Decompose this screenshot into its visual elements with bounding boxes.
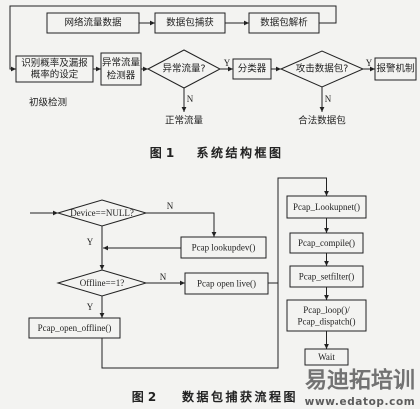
- arrow-offline-yes-to-open-offline-arrowhead: [99, 313, 105, 318]
- network-traffic-box: [46, 12, 140, 34]
- arrow-device-no-to-lookupdev-arrowhead: [211, 232, 217, 237]
- attack-no-label: N: [325, 94, 332, 104]
- arrow-entry-to-device-decision-arrowhead: [53, 210, 58, 216]
- classifier-label: 分类器: [238, 63, 267, 75]
- lookupdev-label: Pcap lookupdev(): [192, 243, 256, 253]
- packet-parse-label: 数据包解析: [260, 17, 308, 29]
- watermark-brand: 易迪拓培训: [305, 368, 415, 394]
- attack-decision-diamond: [279, 50, 365, 88]
- connector-layer: [9, 5, 375, 369]
- arrow-attack-no-to-legal-arrowhead: [319, 107, 325, 112]
- arrow-offline-no-to-open-live-arrowhead: [180, 280, 185, 286]
- arrow-attack-yes-to-alarm-arrowhead: [370, 66, 375, 72]
- arrow-lookupnet-to-compile-arrowhead: [324, 228, 329, 233]
- packet-capture-box: [154, 12, 226, 34]
- setfilter-label: Pcap_setfilter(): [299, 272, 354, 282]
- anomaly-detector-label-line2: 检测器: [107, 70, 136, 82]
- compile-box: [289, 232, 364, 254]
- open-live-box: [184, 272, 269, 295]
- arrow-device-yes-to-offline-decision-arrowhead: [99, 265, 105, 270]
- attack-yes-label: Y: [366, 58, 373, 68]
- open-live-label: Pcap open live(): [197, 279, 256, 289]
- dispatch-label-line2: Pcap_dispatch(): [298, 317, 356, 327]
- line-bus-to-lookupnet-arrowhead: [324, 191, 329, 196]
- figure-2-capture-flowchart: Device==NULL? Pcap lookupdev() Offline==…: [28, 195, 367, 404]
- arrow-anomaly-no-to-normal-arrowhead: [181, 107, 187, 112]
- probability-setting-label-line2: 概率的设定: [31, 69, 79, 81]
- device-yes-label: Y: [87, 237, 94, 247]
- anomaly-detector-box: [100, 52, 142, 86]
- figure-2-caption-title: 数据包捕获流程图: [182, 389, 298, 404]
- lookupdev-box: [180, 236, 267, 259]
- legal-packet-label: 合法数据包: [298, 115, 346, 127]
- classifier-box: [232, 58, 272, 80]
- wait-label: Wait: [318, 352, 335, 362]
- anomaly-detector-label-line1: 异常流量: [102, 57, 141, 69]
- wait-box: [304, 348, 349, 366]
- attack-decision-label: 攻击数据包?: [296, 63, 349, 75]
- arrow-compile-to-setfilter-arrowhead: [324, 261, 329, 266]
- arrow-device-no-to-lookupdev: [146, 212, 215, 237]
- probability-setting-box: [15, 55, 94, 83]
- anomaly-no-label: N: [187, 94, 194, 104]
- figure-1-caption-title: 系统结构框图: [196, 145, 283, 160]
- figure-2-caption-number: 图 2: [132, 390, 157, 404]
- arrow-traffic-to-capture-arrowhead: [150, 20, 155, 26]
- open-offline-label: Pcap_open_offline(): [38, 323, 112, 333]
- compile-label: Pcap_compile(): [298, 238, 355, 248]
- offline-diamond: [56, 269, 148, 297]
- network-traffic-label: 网络流量数据: [64, 17, 122, 29]
- arrow-loop-to-wait-arrowhead: [324, 344, 329, 349]
- figure-1-caption-number: 图 1: [150, 146, 175, 160]
- arrow-capture-to-parse-arrowhead: [244, 20, 249, 26]
- arrow-lookupdev-to-main-path-arrowhead: [103, 245, 108, 251]
- alarm-box: [374, 57, 417, 81]
- setfilter-box: [289, 265, 364, 288]
- loop-label-line1: Pcap_loop()/: [303, 305, 350, 315]
- normal-traffic-label: 正常流量: [165, 115, 204, 127]
- arrow-setting-to-detector-arrowhead: [96, 66, 101, 72]
- offline-no-label: N: [160, 272, 167, 282]
- line-bus-to-lookupnet: [101, 177, 327, 369]
- packet-capture-label: 数据包捕获: [166, 17, 214, 29]
- packet-parse-box: [248, 12, 320, 34]
- arrow-anomaly-yes-to-classifier-arrowhead: [228, 66, 233, 72]
- loop-dispatch-box: [286, 299, 367, 332]
- loop-parse-to-setting-arrowhead: [11, 66, 16, 72]
- arrow-detector-to-anomaly-decision-arrowhead: [143, 66, 148, 72]
- arrow-setfilter-to-loop-arrowhead: [324, 295, 329, 300]
- offline-yes-label: Y: [87, 302, 94, 312]
- lookupnet-box: [286, 195, 367, 219]
- device-null-label: Device==NULL?: [70, 208, 134, 218]
- anomaly-decision-diamond: [146, 49, 222, 89]
- device-null-diamond: [56, 199, 148, 227]
- lookupnet-label: Pcap_Lookupnet(): [293, 202, 360, 212]
- arrow-classifier-to-attack-decision-arrowhead: [276, 66, 281, 72]
- offline-label: Offline==1?: [80, 278, 124, 288]
- probability-setting-label-line1: 识别概率及漏报: [21, 57, 88, 69]
- open-offline-box: [28, 317, 121, 339]
- anomaly-decision-label: 异常流量?: [162, 63, 205, 75]
- primary-detection-label: 初级检测: [29, 97, 67, 109]
- watermark: 易迪拓培训 www.edatop.com: [305, 368, 416, 409]
- figure-1-system-structure: 网络流量数据 数据包捕获 数据包解析 识别概率及漏报 概率的设定 异常流量 检测…: [15, 12, 417, 160]
- alarm-label: 报警机制: [376, 63, 414, 75]
- device-no-label: N: [167, 201, 174, 211]
- watermark-url: www.edatop.com: [305, 396, 416, 408]
- anomaly-yes-label: Y: [224, 58, 231, 68]
